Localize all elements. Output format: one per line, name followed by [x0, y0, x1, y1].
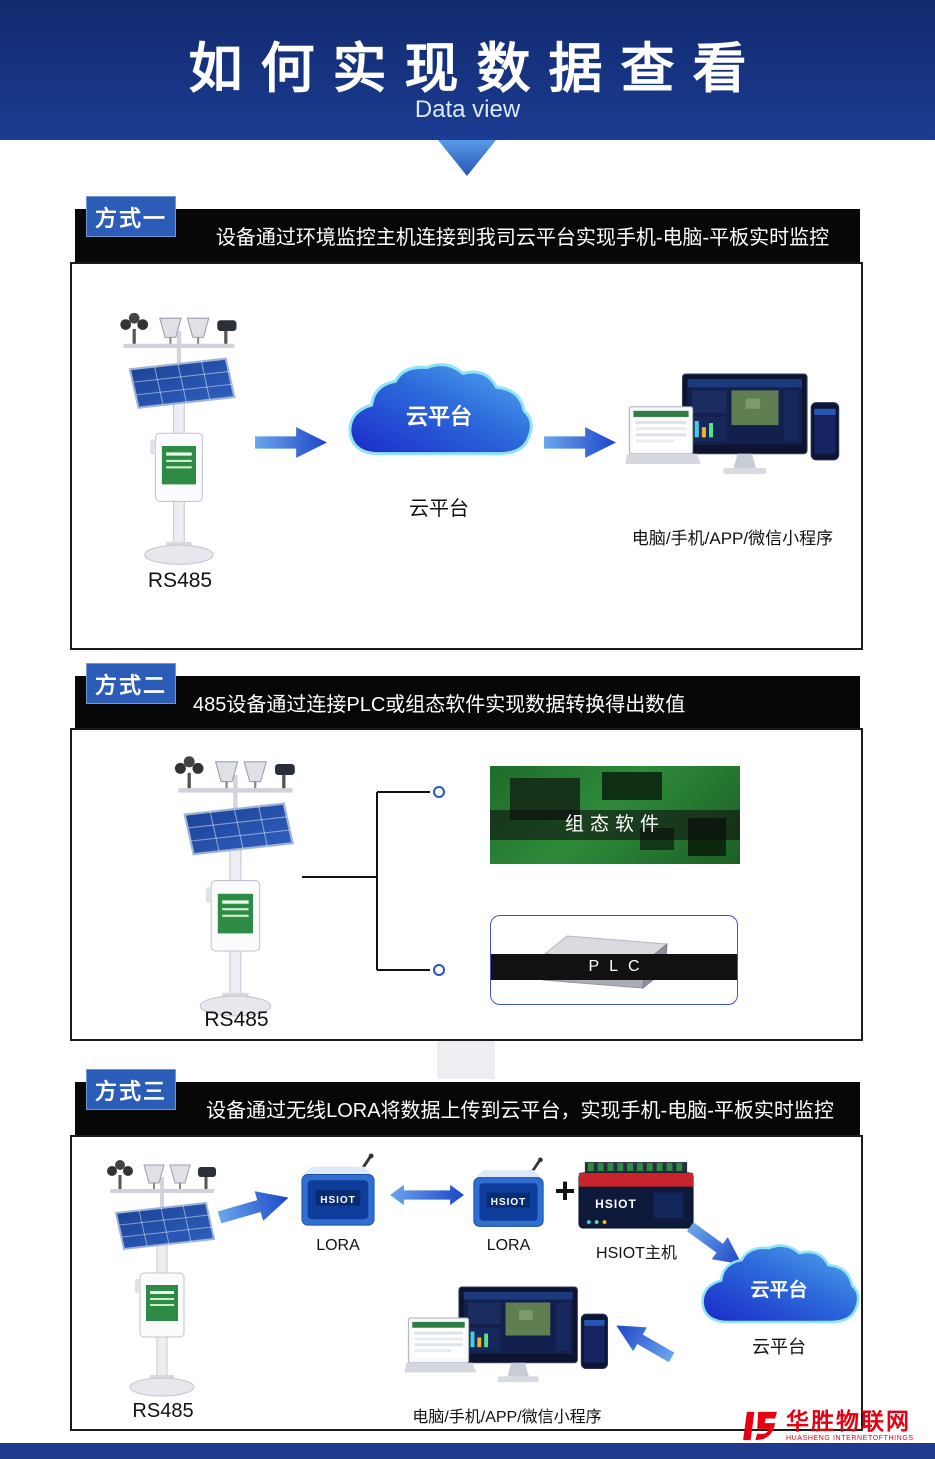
footer-bar — [0, 1443, 935, 1459]
section1-headline: 设备通过环境监控主机连接到我司云平台实现手机-电脑-平板实时监控 — [75, 209, 860, 262]
cloud-platform: 云平台 — [694, 1241, 864, 1335]
lora-device-icon — [466, 1157, 551, 1232]
section3-tag: 方式三 — [86, 1069, 176, 1110]
gateway-device-icon — [577, 1159, 695, 1233]
brand-name-cn: 华胜物联网 — [786, 1408, 911, 1434]
lora1-brand-label: HSIOT — [320, 1195, 356, 1206]
section1-tag: 方式一 — [86, 196, 176, 237]
plc-box: PLC — [490, 915, 738, 1005]
devices-caption: 电脑/手机/APP/微信小程序 — [412, 1409, 602, 1426]
cloud-caption: 云平台 — [409, 498, 469, 520]
weather-station-illustration — [88, 1147, 238, 1407]
gateway-caption: HSIOT主机 — [596, 1245, 677, 1262]
cloud-platform: 云平台 — [340, 359, 538, 469]
arrow-right-icon — [255, 424, 327, 461]
weather-station-illustration — [100, 299, 260, 576]
gateway-module: HSIOT — [577, 1159, 695, 1233]
cloud-label: 云平台 — [750, 1280, 808, 1301]
scada-board: 组态软件 — [490, 766, 740, 864]
double-arrow-icon — [390, 1181, 464, 1209]
arrow-right-icon — [544, 424, 616, 461]
connector-lines — [302, 786, 445, 976]
lora-module-1: HSIOT — [294, 1153, 382, 1231]
pcb-chip — [602, 772, 662, 800]
lora2-caption: LORA — [486, 1237, 531, 1254]
section3-headline: 设备通过无线LORA将数据上传到云平台，实现手机-电脑-平板实时监控 — [75, 1082, 860, 1135]
divider-artifact — [437, 1041, 495, 1079]
plus-sign: + — [554, 1170, 576, 1211]
scada-label: 组态软件 — [490, 810, 740, 840]
lora1-caption: LORA — [316, 1237, 360, 1254]
cloud-caption: 云平台 — [752, 1337, 806, 1357]
devices-illustration — [625, 372, 840, 515]
station-label: RS485 — [147, 569, 213, 592]
station-label: RS485 — [132, 1400, 194, 1422]
page-subtitle: Data view — [414, 96, 521, 123]
cloud-label: 云平台 — [405, 404, 472, 429]
lora-module-2: HSIOT — [466, 1157, 551, 1232]
header: 如何实现数据查看 Data view — [0, 0, 935, 140]
section2-tag: 方式二 — [86, 663, 176, 704]
plc-label: PLC — [491, 954, 737, 980]
section1-panel: RS485 云平台 云平台 电脑/手机/APP/微信小程序 — [70, 262, 863, 650]
brand-name-en: HUASHENG INTERNETOFTHINGS — [786, 1435, 914, 1442]
lora-device-icon — [294, 1153, 382, 1231]
section2-panel: RS485 组态软件 PLC — [70, 728, 863, 1041]
arrow-down-left-icon — [608, 1311, 680, 1372]
logo-mark-icon — [743, 1411, 777, 1440]
weather-station-illustration — [154, 742, 319, 1028]
devices-caption: 电脑/手机/APP/微信小程序 — [631, 529, 834, 548]
gateway-brand-label: HSIOT — [595, 1197, 637, 1211]
page-title: 如何实现数据查看 — [188, 39, 765, 99]
brand-logo: 华胜物联网 HUASHENG INTERNETOFTHINGS — [742, 1409, 934, 1442]
devices-illustration — [404, 1285, 609, 1421]
brand-text-block: 华胜物联网 HUASHENG INTERNETOFTHINGS — [786, 1408, 914, 1443]
section2-headline: 485设备通过连接PLC或组态软件实现数据转换得出数值 — [75, 676, 860, 728]
lora2-brand-label: HSIOT — [490, 1197, 527, 1208]
station-label: RS485 — [204, 1008, 269, 1031]
section3-panel: RS485 HSIOT LORA HSIOT LORA + HSIOT HSIO… — [70, 1135, 863, 1431]
header-pointer-icon — [438, 140, 496, 176]
